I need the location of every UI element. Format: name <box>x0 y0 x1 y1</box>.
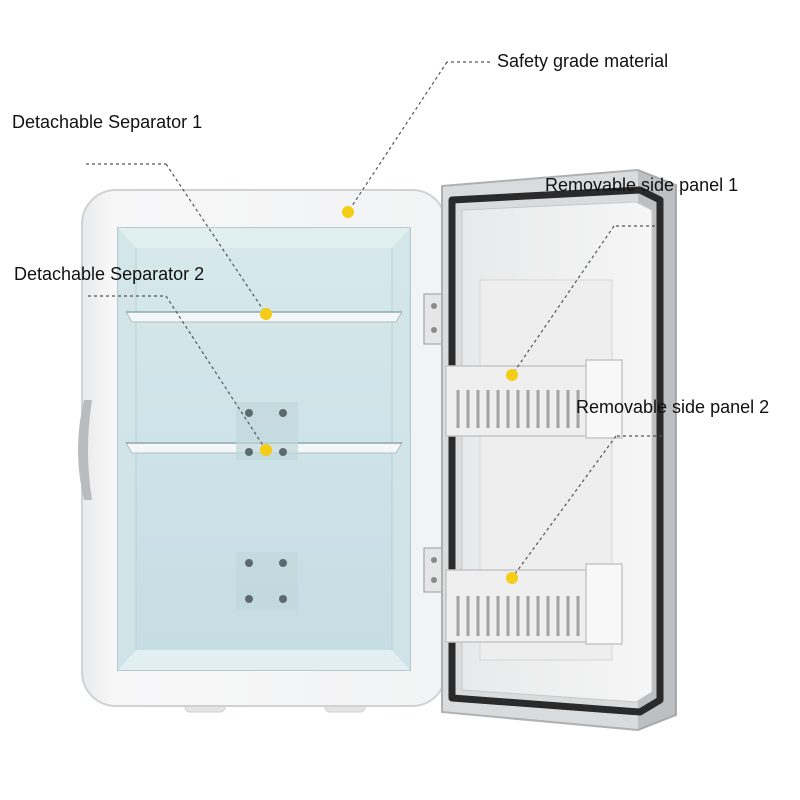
marker-separator-2 <box>260 444 272 456</box>
hinge-upper <box>423 293 445 345</box>
marker-dots <box>260 206 518 584</box>
marker-safety <box>342 206 354 218</box>
leader-line-separator-2 <box>88 295 267 451</box>
side-panel-1 <box>445 359 623 439</box>
label-detachable-separator-2: Detachable Separator 2 <box>14 264 205 284</box>
label-removable-side-panel-1: Removable side panel 1 <box>545 175 739 195</box>
leader-line-separator-1 <box>86 163 267 315</box>
hinge-lower <box>423 547 445 593</box>
leader-line-side-panel-1 <box>511 225 655 376</box>
label-safety-grade-material: Safety grade material <box>497 51 669 71</box>
fridge-door <box>441 168 677 732</box>
leader-line-side-panel-2 <box>511 435 662 579</box>
marker-side-panel-2 <box>506 572 518 584</box>
side-panel-2 <box>445 563 623 645</box>
label-removable-side-panel-2: Removable side panel 2 <box>576 397 770 417</box>
marker-side-panel-1 <box>506 369 518 381</box>
label-detachable-separator-1: Detachable Separator 1 <box>12 112 203 132</box>
screw-plate-lower <box>236 552 298 610</box>
marker-separator-1 <box>260 308 272 320</box>
leader-line-safety <box>347 61 490 213</box>
